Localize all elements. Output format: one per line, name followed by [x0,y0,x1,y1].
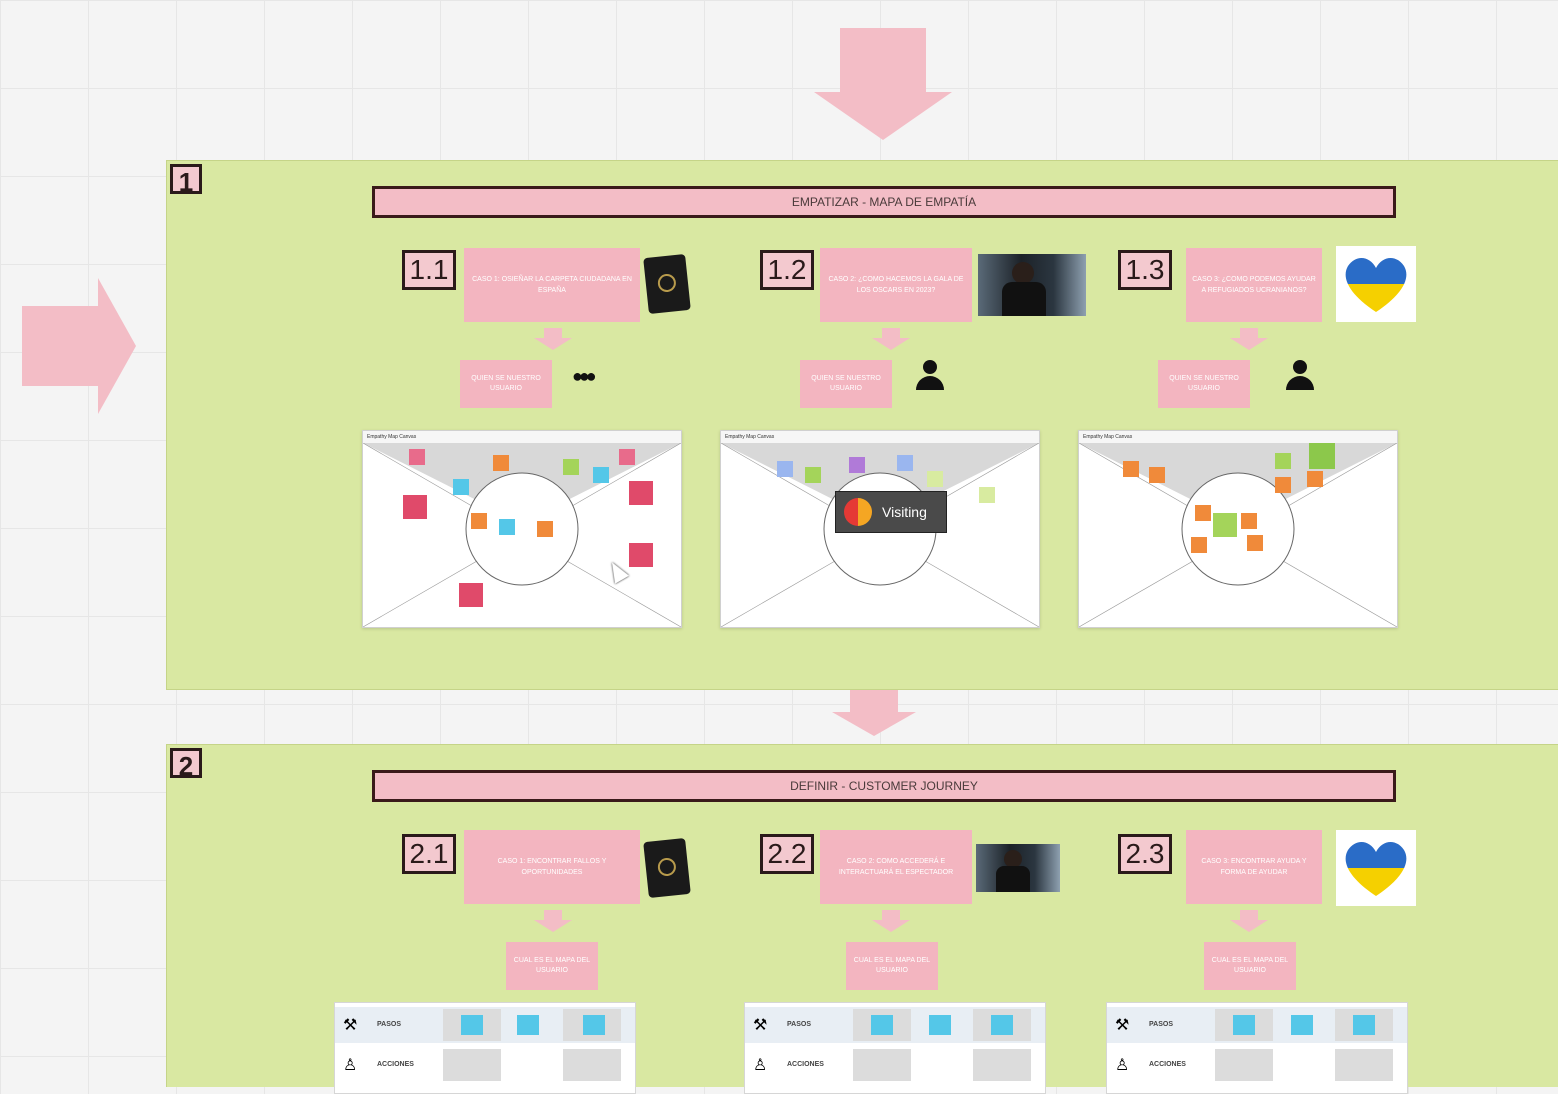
visiting-badge[interactable]: Visiting [835,491,947,533]
group-icon: ●●● [572,366,597,386]
row-label: PASOS [1149,1021,1173,1028]
sticky-note[interactable] [1275,477,1291,493]
case-sticky[interactable]: CASO 3: ENCONTRAR AYUDA Y FORMA DE AYUDA… [1186,830,1322,904]
between-frames-arrow [832,690,916,738]
case-number: 1.1 [402,250,456,290]
sticky-note[interactable] [409,449,425,465]
sticky-note[interactable] [979,487,995,503]
actions-icon: ♙ [343,1057,358,1074]
sticky-note[interactable] [1309,443,1335,469]
visitor-avatar-icon [844,498,872,526]
sticky-note[interactable] [1307,471,1323,487]
case-number: 2.2 [760,834,814,874]
flow-arrow [1230,910,1268,932]
sticky-note[interactable] [1213,513,1237,537]
photo-thumbnail [976,844,1060,892]
case-sticky[interactable]: CASO 3: ¿COMO PODEMOS AYUDAR A REFUGIADO… [1186,248,1322,322]
persona-sticky[interactable]: QUIEN SE NUESTRO USUARIO [460,360,552,408]
flow-arrow [872,328,910,350]
case-number: 2.3 [1118,834,1172,874]
flow-arrow [534,328,572,350]
sticky-note[interactable] [777,461,793,477]
sticky-note[interactable] [927,471,943,487]
sticky-note[interactable] [471,513,487,529]
steps-icon: ⚒ [1115,1017,1130,1034]
sticky-note[interactable] [499,519,515,535]
sticky-note[interactable] [493,455,509,471]
row-label: ACCIONES [377,1061,414,1068]
photo-thumbnail [978,254,1086,316]
ukraine-heart-icon [1336,246,1416,322]
empathy-map-canvas[interactable]: Empathy Map Canvas [362,430,682,628]
sticky-note[interactable] [1191,537,1207,553]
sticky-note[interactable] [897,455,913,471]
person-icon [1284,360,1316,392]
customer-journey-board[interactable]: ⚒ PASOS ♙ ACCIONES [744,1002,1046,1094]
sticky-note[interactable] [629,481,653,505]
customer-journey-board[interactable]: ⚒ PASOS ♙ ACCIONES [1106,1002,1408,1094]
actions-icon: ♙ [1115,1057,1130,1074]
empathy-map-canvas[interactable]: Empathy Map Canvas Visiting [720,430,1040,628]
frame-title-banner[interactable]: EMPATIZAR - MAPA DE EMPATÍA [372,186,1396,218]
passport-icon [643,837,691,899]
sticky-note[interactable] [1123,461,1139,477]
frame-number: 2 [170,748,202,781]
steps-icon: ⚒ [343,1017,358,1034]
empathy-map-canvas[interactable]: Empathy Map Canvas [1078,430,1398,628]
sticky-note[interactable] [1275,453,1291,469]
case-sticky[interactable]: CASO 1: ENCONTRAR FALLOS Y OPORTUNIDADES [464,830,640,904]
canvas-title: Empathy Map Canvas [721,431,1039,443]
journey-sticky[interactable]: CUAL ES EL MAPA DEL USUARIO [1204,942,1296,990]
frame-number: 1 [170,164,202,197]
flow-arrow [872,910,910,932]
persona-sticky[interactable]: QUIEN SE NUESTRO USUARIO [1158,360,1250,408]
actions-icon: ♙ [753,1057,768,1074]
ukraine-heart-icon [1336,830,1416,906]
sticky-note[interactable] [805,467,821,483]
case-number: 1.3 [1118,250,1172,290]
flow-arrow [1230,328,1268,350]
row-label: PASOS [787,1021,811,1028]
case-sticky[interactable]: CASO 2: ¿COMO HACEMOS LA GALA DE LOS OSC… [820,248,972,322]
sticky-note[interactable] [593,467,609,483]
visiting-label: Visiting [882,504,927,520]
sticky-note[interactable] [1149,467,1165,483]
person-icon [914,360,946,392]
row-label: ACCIONES [1149,1061,1186,1068]
journey-sticky[interactable]: CUAL ES EL MAPA DEL USUARIO [506,942,598,990]
top-down-arrow [814,28,952,140]
flow-arrow [534,910,572,932]
sticky-note[interactable] [849,457,865,473]
sticky-note[interactable] [459,583,483,607]
sticky-note[interactable] [1241,513,1257,529]
row-label: ACCIONES [787,1061,824,1068]
frame-title-banner[interactable]: DEFINIR - CUSTOMER JOURNEY [372,770,1396,802]
sticky-note[interactable] [1247,535,1263,551]
persona-sticky[interactable]: QUIEN SE NUESTRO USUARIO [800,360,892,408]
case-number: 2.1 [402,834,456,874]
sticky-note[interactable] [537,521,553,537]
case-sticky[interactable]: CASO 2: COMO ACCEDERÁ E INTERACTUARÁ EL … [820,830,972,904]
passport-icon [643,253,691,315]
sticky-note[interactable] [619,449,635,465]
canvas-title: Empathy Map Canvas [1079,431,1397,443]
row-label: PASOS [377,1021,401,1028]
sticky-note[interactable] [403,495,427,519]
journey-sticky[interactable]: CUAL ES EL MAPA DEL USUARIO [846,942,938,990]
customer-journey-board[interactable]: ⚒ PASOS ♙ ACCIONES [334,1002,636,1094]
sticky-note[interactable] [629,543,653,567]
case-number: 1.2 [760,250,814,290]
case-sticky[interactable]: CASO 1: OSIEÑAR LA CARPETA CIUDADANA EN … [464,248,640,322]
sticky-note[interactable] [563,459,579,475]
canvas-title: Empathy Map Canvas [363,431,681,443]
steps-icon: ⚒ [753,1017,768,1034]
sticky-note[interactable] [1195,505,1211,521]
left-right-arrow [22,278,136,414]
sticky-note[interactable] [453,479,469,495]
